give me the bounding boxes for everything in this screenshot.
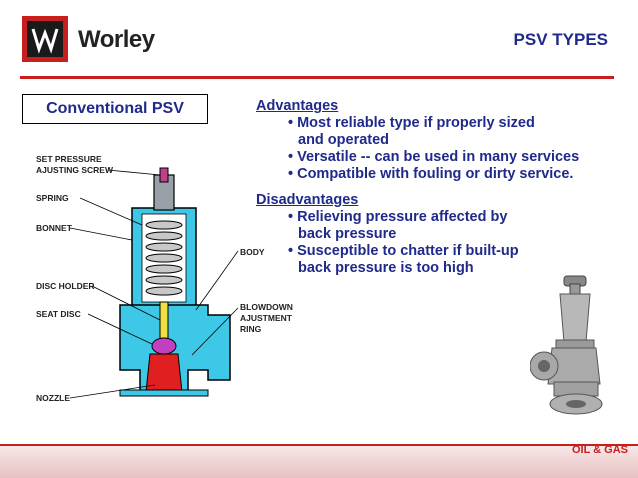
advantage-item: • Compatible with fouling or dirty servi…: [288, 166, 574, 182]
disadvantage-item: • Susceptible to chatter if built-up: [288, 243, 519, 259]
label-blowdown: BLOWDOWN: [240, 302, 293, 312]
disadvantage-item-continued: back pressure: [298, 226, 397, 242]
label-seat-disc: SEAT DISC: [36, 309, 81, 319]
disadvantages-heading: Disadvantages: [256, 192, 359, 208]
logo-text: Worley: [78, 26, 155, 53]
content-text-block: Advantages • Most reliable type if prope…: [256, 98, 628, 277]
disadvantage-item: • Relieving pressure affected by: [288, 209, 508, 225]
nozzle-shape: [145, 353, 183, 393]
adjusting-screw-shape: [159, 167, 169, 183]
advantage-item: • Most reliable type if properly sized: [288, 115, 535, 131]
footer-divider: [0, 444, 638, 446]
footer-band: [0, 446, 638, 478]
label-nozzle: NOZZLE: [36, 393, 70, 403]
advantage-item-continued: and operated: [298, 132, 390, 148]
label-spring: SPRING: [36, 193, 69, 203]
page-title: PSV TYPES: [513, 30, 608, 49]
advantage-item: • Versatile -- can be used in many servi…: [288, 149, 580, 165]
disc-holder-shape: [159, 301, 169, 343]
valve-diagram: SET PRESSURE AJUSTING SCREW SPRING BONNE…: [36, 154, 293, 403]
spring-coils: [145, 220, 183, 296]
label-blowdown-ring: RING: [240, 324, 262, 334]
valve-photo: [530, 275, 603, 415]
label-adjusting-screw: AJUSTING SCREW: [36, 165, 114, 175]
label-bonnet: BONNET: [36, 223, 73, 233]
section-label-box: Conventional PSV: [22, 94, 208, 124]
label-set-pressure: SET PRESSURE: [36, 154, 102, 164]
advantages-heading: Advantages: [256, 98, 339, 114]
header-divider: [20, 76, 614, 79]
label-disc-holder: DISC HOLDER: [36, 281, 95, 291]
label-blowdown-adjustment: AJUSTMENT: [240, 313, 293, 323]
disadvantage-item-continued: back pressure is too high: [298, 260, 474, 276]
seat-disc-shape: [151, 337, 177, 355]
worley-logo-icon: [22, 16, 68, 62]
footer-text: OIL & GAS: [571, 444, 628, 456]
label-body: BODY: [240, 247, 265, 257]
